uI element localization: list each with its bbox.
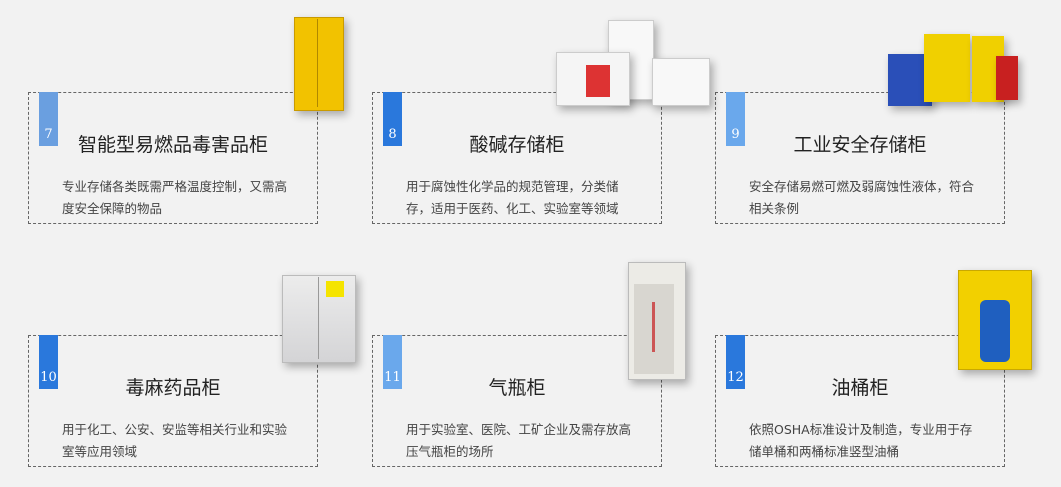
yellow-cabinet-image[interactable] [294, 17, 344, 111]
card-description: 依照OSHA标准设计及制造，专业用于存储单桶和两桶标准竖型油桶 [749, 422, 973, 459]
card-number-badge: 12 [726, 335, 745, 389]
card-title[interactable]: 毒麻药品柜 [125, 377, 221, 399]
acid-base-cabinets-image[interactable] [556, 20, 710, 106]
gas-cylinder-cabinet-image[interactable] [628, 262, 690, 380]
card-description: 用于化工、公安、安监等相关行业和实验室等应用领域 [62, 422, 288, 459]
card-title[interactable]: 油桶柜 [831, 377, 889, 399]
card-title[interactable]: 智能型易燃品毒害品柜 [77, 134, 268, 156]
card-number-badge: 11 [383, 335, 402, 389]
card-number-badge: 9 [726, 92, 745, 146]
product-card-flammable-toxic-cabinet[interactable]: 7 智能型易燃品毒害品柜 专业存储各类既需严格温度控制，又需高度安全保障的物品 [28, 92, 318, 224]
card-title[interactable]: 酸碱存储柜 [469, 134, 565, 156]
product-card-acid-base-cabinet[interactable]: 8 酸碱存储柜 用于腐蚀性化学品的规范管理，分类储存，适用于医药、化工、实验室等… [372, 92, 662, 224]
card-description: 用于实验室、医院、工矿企业及需存放高压气瓶柜的场所 [406, 422, 632, 459]
drum-cabinet-image[interactable] [958, 270, 1032, 370]
product-card-drum-cabinet[interactable]: 12 油桶柜 依照OSHA标准设计及制造，专业用于存储单桶和两桶标准竖型油桶 [715, 335, 1005, 467]
card-number-badge: 8 [383, 92, 402, 146]
narcotics-cabinet-image[interactable] [282, 275, 356, 363]
card-title[interactable]: 气瓶柜 [488, 377, 546, 399]
product-card-industrial-safety-cabinet[interactable]: 9 工业安全存储柜 安全存储易燃可燃及弱腐蚀性液体，符合相关条例 [715, 92, 1005, 224]
product-card-narcotics-cabinet[interactable]: 10 毒麻药品柜 用于化工、公安、安监等相关行业和实验室等应用领域 [28, 335, 318, 467]
card-title[interactable]: 工业安全存储柜 [793, 134, 927, 156]
product-card-gas-cylinder-cabinet[interactable]: 11 气瓶柜 用于实验室、医院、工矿企业及需存放高压气瓶柜的场所 [372, 335, 662, 467]
card-description: 用于腐蚀性化学品的规范管理，分类储存，适用于医药、化工、实验室等领域 [406, 179, 619, 216]
card-number-badge: 7 [39, 92, 58, 146]
card-description: 专业存储各类既需严格温度控制，又需高度安全保障的物品 [62, 179, 288, 216]
industrial-cabinets-image[interactable] [888, 30, 1018, 106]
card-number-badge: 10 [39, 335, 58, 389]
card-description: 安全存储易燃可燃及弱腐蚀性液体，符合相关条例 [749, 179, 975, 216]
